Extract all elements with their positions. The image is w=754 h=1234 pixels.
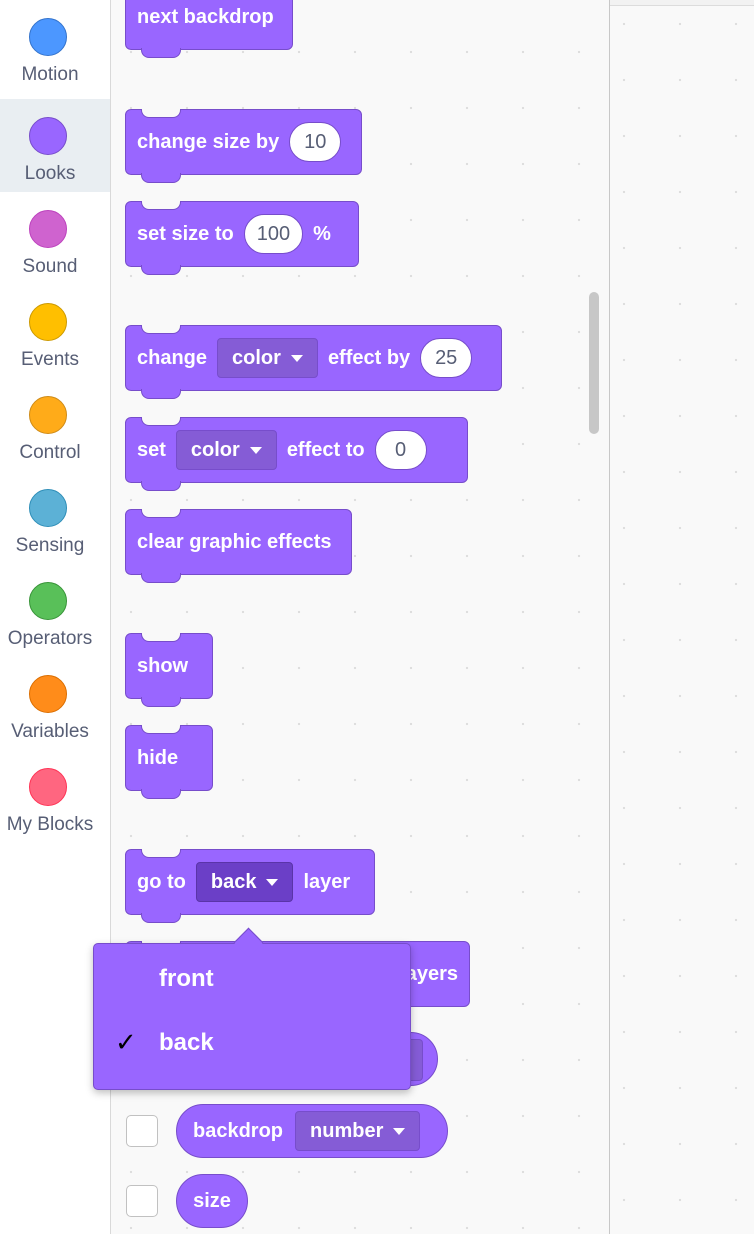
percent-label: %	[313, 222, 331, 245]
checkmark-icon: ✓	[115, 1027, 137, 1057]
layer-dropdown-menu: front ✓ back	[93, 927, 411, 1090]
variables-color-dot-icon	[29, 675, 67, 713]
category-sidebar: Motion Looks Sound Events Control Sensin…	[0, 0, 111, 1234]
category-label: Motion	[21, 64, 79, 85]
block-notch	[141, 201, 181, 210]
caret-down-icon	[393, 1127, 406, 1135]
block-label: size	[193, 1189, 231, 1212]
block-notch	[141, 573, 181, 583]
menu-item-label: back	[159, 1029, 214, 1056]
block-label: hide	[137, 746, 179, 769]
hide-block[interactable]: hide	[125, 725, 213, 799]
block-notch	[141, 481, 181, 491]
category-looks[interactable]: Looks	[0, 99, 110, 192]
block-label: layer	[303, 870, 351, 893]
category-label: My Blocks	[6, 814, 94, 835]
block-notch	[141, 913, 181, 923]
caret-down-icon	[290, 354, 303, 362]
category-label: Looks	[24, 163, 76, 184]
dropdown-value: number	[310, 1119, 384, 1142]
block-label: backdrop	[193, 1119, 284, 1142]
block-label: go to	[137, 870, 186, 893]
sensing-color-dot-icon	[29, 489, 67, 527]
category-events[interactable]: Events	[0, 285, 110, 378]
menu-item-front[interactable]: front	[94, 948, 410, 1006]
dropdown-value: back	[210, 870, 257, 893]
block-label: change size by	[137, 130, 280, 153]
dropdown-value: color	[232, 346, 281, 369]
clear-graphic-effects-block[interactable]: clear graphic effects	[125, 509, 352, 583]
category-sensing[interactable]: Sensing	[0, 471, 110, 564]
backdrop-dropdown[interactable]: number	[295, 1111, 421, 1151]
block-label: show	[137, 654, 189, 677]
effect-value-input[interactable]: 0	[374, 430, 427, 470]
change-effect-block[interactable]: change color effect by 25	[125, 325, 502, 399]
dropdown-value: color	[190, 438, 240, 461]
set-effect-block[interactable]: set color effect to 0	[125, 417, 468, 491]
effect-dropdown[interactable]: color	[217, 338, 318, 378]
block-notch	[141, 417, 181, 426]
go-to-layer-block[interactable]: go to back layer	[125, 849, 375, 923]
block-label: effect to	[286, 438, 365, 461]
show-block[interactable]: show	[125, 633, 213, 707]
block-notch	[141, 109, 181, 118]
reporter-dropdown-edge	[410, 1039, 423, 1081]
backdrop-monitor-checkbox[interactable]	[126, 1115, 158, 1147]
backdrop-reporter-block[interactable]: backdrop number	[176, 1104, 448, 1158]
motion-color-dot-icon	[29, 18, 67, 56]
looks-color-dot-icon	[29, 117, 67, 155]
block-notch	[141, 789, 181, 799]
set-size-block[interactable]: set size to 100 %	[125, 201, 359, 275]
size-monitor-checkbox[interactable]	[126, 1185, 158, 1217]
category-label: Sound	[22, 256, 78, 277]
events-color-dot-icon	[29, 303, 67, 341]
menu-item-label: front	[159, 965, 214, 992]
block-notch	[141, 173, 181, 183]
sound-color-dot-icon	[29, 210, 67, 248]
block-label: ayers	[405, 962, 458, 985]
block-notch	[141, 48, 181, 58]
block-label: set	[137, 438, 166, 461]
block-notch	[141, 325, 181, 334]
block-notch	[141, 265, 181, 275]
category-variables[interactable]: Variables	[0, 657, 110, 750]
block-notch	[141, 697, 181, 707]
my-blocks-color-dot-icon	[29, 768, 67, 806]
category-label: Events	[20, 349, 80, 370]
category-sound[interactable]: Sound	[0, 192, 110, 285]
block-notch	[141, 725, 181, 734]
next-backdrop-block[interactable]: next backdrop	[125, 0, 293, 58]
operators-color-dot-icon	[29, 582, 67, 620]
category-label: Operators	[7, 628, 93, 649]
category-my-blocks[interactable]: My Blocks	[0, 750, 110, 843]
size-change-input[interactable]: 10	[289, 122, 342, 162]
category-label: Control	[19, 442, 81, 463]
block-notch	[141, 389, 181, 399]
effect-dropdown[interactable]: color	[175, 430, 277, 470]
script-workspace[interactable]	[610, 6, 754, 1234]
menu-item-back[interactable]: ✓ back	[94, 1012, 410, 1070]
block-notch	[141, 509, 181, 518]
caret-down-icon	[249, 446, 262, 454]
block-notch	[141, 849, 181, 858]
effect-change-input[interactable]: 25	[420, 338, 473, 378]
size-reporter-block[interactable]: size	[176, 1174, 248, 1228]
caret-down-icon	[266, 878, 279, 886]
category-operators[interactable]: Operators	[0, 564, 110, 657]
block-notch	[141, 633, 181, 642]
category-label: Sensing	[15, 535, 85, 556]
size-value-input[interactable]: 100	[243, 214, 304, 254]
change-size-block[interactable]: change size by 10	[125, 109, 362, 183]
category-label: Variables	[11, 721, 89, 742]
category-motion[interactable]: Motion	[0, 0, 110, 93]
block-label: effect by	[327, 346, 411, 369]
control-color-dot-icon	[29, 396, 67, 434]
block-label: set size to	[137, 222, 234, 245]
layer-dropdown[interactable]: back	[195, 862, 294, 902]
block-label: change	[137, 346, 208, 369]
palette-scrollbar[interactable]	[589, 292, 599, 434]
category-control[interactable]: Control	[0, 378, 110, 471]
block-label: clear graphic effects	[137, 530, 332, 553]
block-label: next backdrop	[137, 5, 274, 28]
